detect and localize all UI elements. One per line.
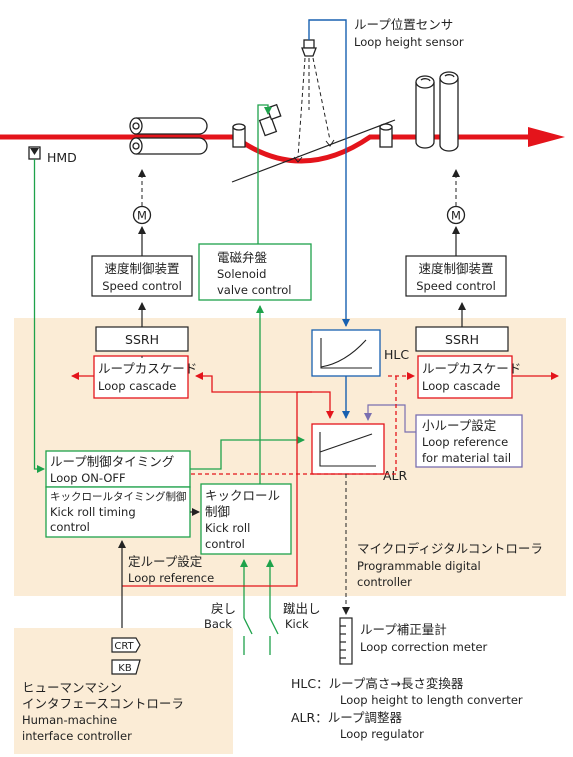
legend-alr-jp: ALR：ループ調整器 (291, 710, 402, 725)
legend-hlc-en: Loop height to length converter (340, 693, 523, 707)
left-ssrh-box (95, 326, 189, 352)
solenoid-en2: valve control (217, 283, 291, 297)
kick-jp: 蹴出し (283, 601, 321, 616)
alr-graph (319, 432, 376, 467)
hmd-sensor (28, 146, 41, 160)
kick-ctrl-en2: control (205, 537, 245, 551)
guide-table (231, 119, 396, 183)
crt-icon: CRT (111, 637, 141, 653)
left-ssrh: SSRH (125, 332, 159, 347)
right-motor-label: M (451, 209, 461, 223)
strip-arrow-head (528, 127, 565, 147)
green-signal-lines (33, 104, 305, 608)
alr-label: ALR (383, 468, 408, 483)
left-motor: M (132, 205, 152, 225)
pdc-jp: マイクロディジタルコントローラ (357, 541, 543, 556)
right-speed-en: Speed control (416, 279, 496, 293)
small-loop-en1: Loop reference (422, 435, 508, 449)
back-en: Back (204, 617, 232, 631)
pdc-en2: controller (357, 575, 412, 589)
right-cascade-en: Loop cascade (422, 379, 500, 393)
solenoid-jp: 電磁弁盤 (217, 250, 268, 265)
right-cascade-jp: ループカスケード (422, 361, 521, 376)
kick-en: Kick (285, 617, 309, 631)
kick-ctrl-en1: Kick roll (205, 521, 250, 535)
right-ssrh: SSRH (445, 332, 479, 347)
back-jp: 戻し (211, 601, 236, 616)
right-ssrh-box (415, 326, 509, 352)
svg-text:KB: KB (118, 663, 132, 674)
kick-timing-en2: control (50, 520, 90, 534)
left-pinch-rolls (129, 117, 208, 155)
left-speed-en: Speed control (102, 279, 182, 293)
blue-signal-lines (308, 19, 350, 419)
loop-sensor-label-en: Loop height sensor (354, 35, 464, 49)
right-speed-control-box (405, 255, 507, 297)
right-loop-cascade-box (417, 355, 513, 399)
left-cascade-jp: ループカスケード (98, 361, 197, 376)
looper-rolls (232, 123, 393, 148)
loop-height-sensor (301, 39, 317, 57)
timing-en: Loop ON-OFF (50, 471, 126, 485)
sensor-beams (297, 57, 331, 158)
kick-timing-en1: Kick roll timing (50, 505, 136, 519)
kick-switch (269, 608, 279, 655)
kick-timing-box (45, 486, 191, 538)
legend-alr-en: Loop regulator (340, 727, 424, 741)
hlc-label: HLC (384, 347, 409, 362)
hmi-en1: Human-machine (22, 713, 117, 727)
small-loop-box (415, 414, 523, 468)
keyboard-icon: KB (111, 659, 141, 675)
meter-en: Loop correction meter (360, 640, 488, 654)
pdc-en1: Programmable digital (357, 559, 481, 573)
hmi-en2: interface controller (22, 729, 132, 743)
kick-roll-device (258, 103, 282, 137)
small-loop-en2: for material tail (422, 451, 511, 465)
red-signal-lines (122, 372, 415, 587)
left-speed-control-box (91, 255, 193, 297)
right-motor: M (446, 205, 466, 225)
loop-ref-jp: 定ループ設定 (128, 554, 202, 569)
hlc-box (311, 329, 381, 377)
right-tension-rolls (415, 71, 459, 152)
svg-text:CRT: CRT (114, 641, 134, 652)
loop-ref-en: Loop reference (128, 571, 214, 585)
solenoid-valve-box (198, 243, 312, 301)
left-speed-jp: 速度制御装置 (104, 261, 179, 276)
left-cascade-en: Loop cascade (98, 379, 176, 393)
timing-jp: ループ制御タイミング (50, 454, 174, 469)
kick-ctrl-jp1: キックロール (205, 488, 280, 503)
legend-hlc-jp: HLC：ループ高さ→長さ変換器 (291, 676, 464, 691)
kick-timing-jp: キックロールタイミング制御 (50, 490, 187, 503)
meter-jp: ループ補正量計 (360, 622, 447, 637)
hmd-label: HMD (47, 150, 77, 165)
right-speed-jp: 速度制御装置 (418, 261, 493, 276)
left-loop-cascade-box (93, 355, 189, 399)
kick-ctrl-jp2: 制御 (205, 504, 230, 519)
hmi-jp1: ヒューマンマシン (22, 680, 122, 695)
left-motor-label: M (137, 209, 147, 223)
loop-sensor-label-jp: ループ位置センサ (354, 17, 453, 32)
small-loop-jp: 小ループ設定 (422, 418, 496, 433)
small-loop-to-alr (364, 404, 416, 433)
loop-correction-meter (339, 617, 353, 665)
solenoid-en1: Solenoid (217, 267, 266, 281)
back-switch (243, 608, 253, 655)
hlc-curve-graph (320, 338, 372, 369)
kick-control-box (200, 483, 292, 555)
hmi-jp2: インタフェースコントローラ (22, 696, 184, 711)
